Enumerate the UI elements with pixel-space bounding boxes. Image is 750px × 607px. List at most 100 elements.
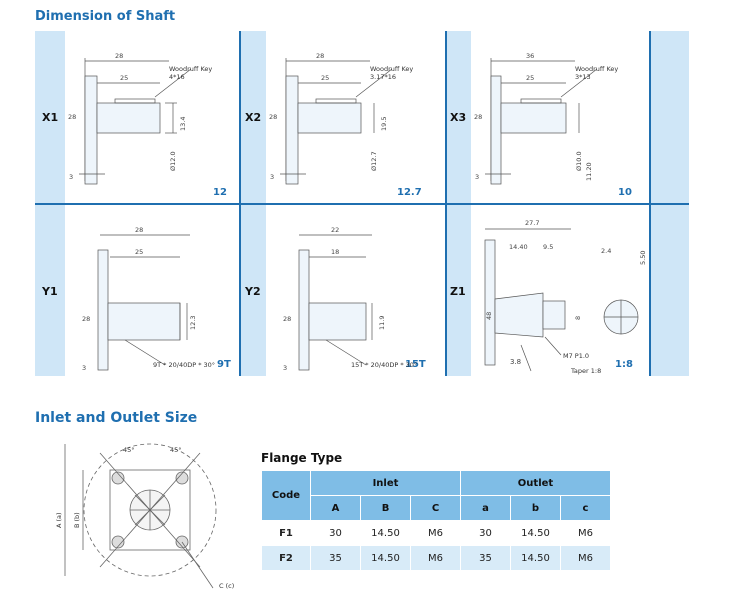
shaft-size-z1: 1:8 [615, 359, 633, 370]
dim-height: 11.9 [378, 316, 386, 330]
dim-base: 3 [82, 364, 86, 372]
dim-dia: Ø10.0 [575, 151, 583, 171]
dim-len2: 25 [135, 248, 143, 256]
shaft-code-x3: X3 [450, 111, 467, 124]
cell: M6 [410, 520, 461, 546]
dim-base: 3 [283, 364, 287, 372]
dim-len2: 25 [120, 74, 128, 82]
col-header-code: Code [261, 470, 311, 521]
cell: M6 [560, 520, 611, 546]
cell: M6 [410, 545, 461, 571]
shaft-size-y1: 9T [217, 359, 231, 370]
flange-type-title: Flange Type [261, 451, 343, 465]
label-c: C (c) [219, 582, 234, 590]
dim-flange: 28 [68, 113, 76, 121]
col-header-b: b [510, 495, 561, 521]
dim-base: 3 [69, 173, 73, 181]
row-code: F2 [261, 545, 311, 571]
cell: 14.50 [510, 545, 561, 571]
dim-height: 11.20 [585, 162, 593, 181]
key-title: Woodruff Key [370, 65, 413, 73]
dim-base: 3 [270, 173, 274, 181]
cell: 35 [310, 545, 361, 571]
shaft-size-y2: 15T [405, 359, 426, 370]
dim-base: 3 [475, 173, 479, 181]
col-header-c: c [560, 495, 611, 521]
dim-base-z1: 3.8 [510, 358, 522, 366]
table-row: F1 30 14.50 M6 30 14.50 M6 [261, 520, 611, 546]
col-header-A: A [310, 495, 361, 521]
shaft-drawing-z1: 27.7 14.40 9.5 2.4 5.50 48 8 M7 P1.0 Tap… [484, 219, 647, 375]
shaft-section-title: Dimension of Shaft [35, 9, 176, 24]
cell: 14.50 [360, 545, 411, 571]
shaft-size-x1: 12 [213, 187, 227, 198]
col-header-a: a [460, 495, 511, 521]
angle-label-right: 45° [170, 446, 182, 454]
col-header-C: C [410, 495, 461, 521]
dim-height: 13.4 [179, 117, 187, 131]
label-a: A (a) [55, 512, 63, 528]
divider [35, 203, 689, 205]
dim-flange: 48 [485, 312, 493, 320]
col-header-inlet: Inlet [310, 470, 461, 496]
table-row: F2 35 14.50 M6 35 14.50 M6 [261, 545, 611, 571]
row-code: F1 [261, 520, 311, 546]
shaft-size-x2: 12.7 [397, 187, 422, 198]
dim-len: 27.7 [525, 219, 539, 227]
cell: 30 [310, 520, 361, 546]
dim-len: 22 [331, 226, 339, 234]
taper-spec: Taper 1:8 [570, 367, 601, 375]
shaft-code-z1: Z1 [450, 285, 466, 298]
shaft-code-x2: X2 [245, 111, 262, 124]
thread-spec: M7 P1.0 [563, 352, 589, 360]
cell: M6 [560, 545, 611, 571]
dim-len: 28 [316, 52, 324, 60]
spline-spec: 9T * 20/40DP * 30° [153, 361, 215, 369]
dim-flange: 28 [269, 113, 277, 121]
dim-len2: 18 [331, 248, 339, 256]
dim-len2: 14.40 [509, 243, 528, 251]
dim-flange: 28 [474, 113, 482, 121]
cell: 35 [460, 545, 511, 571]
cell: 14.50 [510, 520, 561, 546]
dim-key-h: 5.50 [639, 251, 647, 265]
key-size: 3.17*16 [370, 73, 396, 81]
shaft-drawing-x1: 28 25 Woodruff Key 4*16 28 3 13.4 Ø12.0 [68, 52, 212, 185]
dim-flange: 28 [82, 315, 90, 323]
dim-len2: 25 [526, 74, 534, 82]
shaft-code-y1: Y1 [42, 285, 58, 298]
dim-len3: 9.5 [543, 243, 553, 251]
dim-len2: 25 [321, 74, 329, 82]
shaft-size-x3: 10 [618, 187, 632, 198]
cell: 30 [460, 520, 511, 546]
dim-height: 12.3 [189, 316, 197, 330]
shaft-code-y2: Y2 [245, 285, 261, 298]
key-size: 3*13 [575, 73, 591, 81]
dim-dia: Ø12.7 [370, 151, 378, 171]
inlet-section-title: Inlet and Outlet Size [35, 410, 198, 426]
dim-flange: 28 [283, 315, 291, 323]
dim-len: 28 [115, 52, 123, 60]
shaft-drawing-x2: 28 25 Woodruff Key 3.17*16 28 3 19.5 Ø12… [269, 52, 413, 185]
dim-len: 36 [526, 52, 534, 60]
dim-key-w: 2.4 [601, 247, 611, 255]
shaft-drawing-x3: 36 25 Woodruff Key 3*13 28 3 11.20 Ø10.0 [474, 52, 618, 185]
cell: 14.50 [360, 520, 411, 546]
col-header-B: B [360, 495, 411, 521]
col-header-outlet: Outlet [460, 470, 611, 496]
shaft-drawing-y1: 28 25 28 3 12.3 9T * 20/40DP * 30° [82, 226, 215, 372]
dim-height: 19.5 [380, 117, 388, 131]
angle-label-left: 45° [123, 446, 135, 454]
dim-dia: Ø12.0 [169, 151, 177, 171]
dim-len: 28 [135, 226, 143, 234]
dim-height: 8 [574, 316, 582, 320]
flange-table: Code Inlet Outlet A B C a b c F1 30 14.5… [261, 470, 611, 571]
label-b: B (b) [73, 512, 81, 528]
shaft-code-x1: X1 [42, 111, 59, 124]
key-title: Woodruff Key [575, 65, 618, 73]
flange-diagram: 45° 45° A (a) B (b) C (c) [55, 443, 234, 590]
spline-spec: 15T * 20/40DP * 30° [351, 361, 417, 369]
key-size: 4*16 [169, 73, 185, 81]
shaft-drawing-y2: 22 18 28 3 11.9 15T * 20/40DP * 30° [283, 226, 417, 372]
shaft-grid: X1 X2 X3 Y1 Y2 Z1 12 12.7 10 9T 15T 1:8 … [35, 31, 689, 376]
